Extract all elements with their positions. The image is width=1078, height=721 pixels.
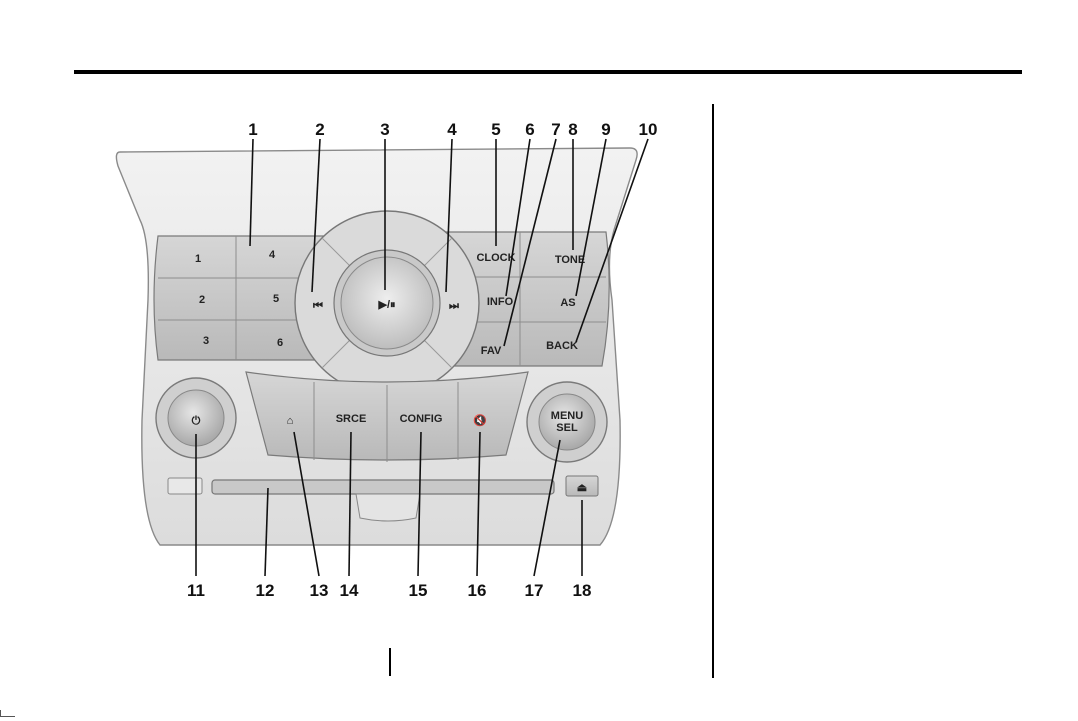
callout-15: 15 bbox=[409, 581, 428, 600]
callout-11: 11 bbox=[187, 581, 205, 600]
clock-button-label[interactable]: CLOCK bbox=[476, 252, 515, 264]
info-button-label[interactable]: INFO bbox=[487, 296, 514, 308]
power-icon[interactable]: ⏻ bbox=[192, 414, 201, 427]
callout-5: 5 bbox=[491, 120, 500, 139]
preset-4-label[interactable]: 4 bbox=[269, 249, 276, 261]
callout-17: 17 bbox=[525, 581, 544, 600]
callout-8: 8 bbox=[568, 120, 577, 139]
small-slot-left bbox=[168, 478, 202, 494]
mute-icon[interactable]: 🔇 bbox=[473, 414, 487, 427]
menu-label[interactable]: MENU bbox=[551, 410, 583, 422]
callout-9: 9 bbox=[601, 120, 610, 139]
as-button-label[interactable]: AS bbox=[560, 297, 575, 309]
callout-18: 18 bbox=[573, 581, 592, 600]
preset-1-label[interactable]: 1 bbox=[195, 253, 201, 265]
cd-slot-tab bbox=[356, 494, 420, 521]
callout-1: 1 bbox=[248, 120, 257, 139]
next-track-icon[interactable]: ⏭ bbox=[449, 300, 459, 312]
callout-16: 16 bbox=[468, 581, 487, 600]
preset-3-label[interactable]: 3 bbox=[203, 335, 209, 347]
cd-slot bbox=[212, 480, 554, 494]
callout-14: 14 bbox=[340, 581, 359, 600]
prev-track-icon[interactable]: ⏮ bbox=[313, 300, 323, 312]
callout-4: 4 bbox=[447, 120, 457, 139]
home-icon[interactable]: ⌂ bbox=[287, 415, 294, 427]
fav-button-label[interactable]: FAV bbox=[481, 345, 502, 357]
callout-3: 3 bbox=[380, 120, 389, 139]
callout-12: 12 bbox=[256, 581, 275, 600]
preset-6-label[interactable]: 6 bbox=[277, 337, 283, 349]
config-button-label[interactable]: CONFIG bbox=[400, 413, 443, 425]
preset-5-label[interactable]: 5 bbox=[273, 293, 279, 305]
preset-2-label[interactable]: 2 bbox=[199, 294, 205, 306]
callout-13: 13 bbox=[310, 581, 329, 600]
callout-10: 10 bbox=[639, 120, 658, 139]
tone-button-label[interactable]: TONE bbox=[555, 254, 585, 266]
callout-6: 6 bbox=[525, 120, 534, 139]
callout-7: 7 bbox=[551, 120, 560, 139]
back-button-label[interactable]: BACK bbox=[546, 340, 578, 352]
callout-2: 2 bbox=[315, 120, 324, 139]
play-pause-icon[interactable]: ▶/⏸ bbox=[377, 299, 395, 311]
eject-icon[interactable]: ⏏ bbox=[577, 482, 588, 494]
srce-button-label[interactable]: SRCE bbox=[336, 413, 367, 425]
sel-label[interactable]: SEL bbox=[556, 422, 578, 434]
